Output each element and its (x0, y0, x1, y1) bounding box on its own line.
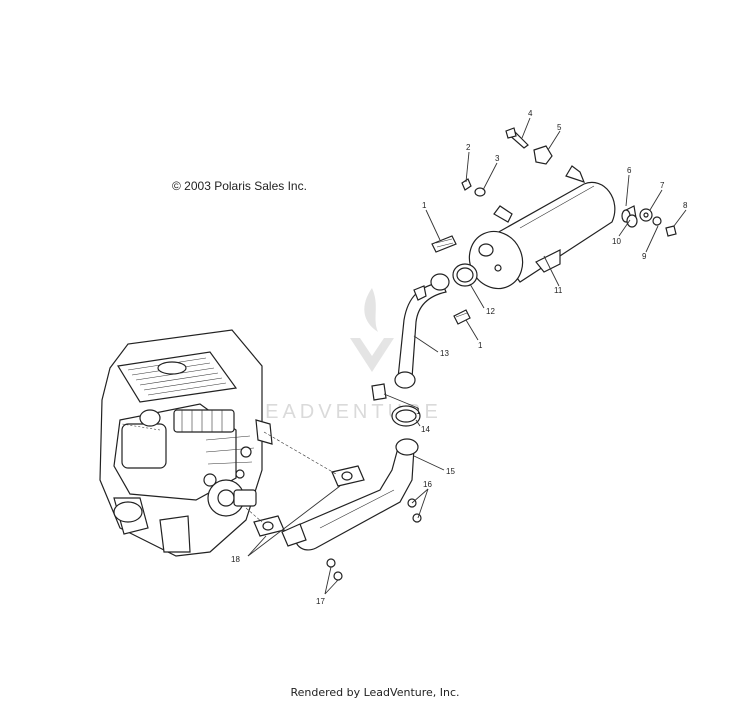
callout-3: 3 (495, 154, 500, 163)
callout-11: 11 (554, 286, 563, 295)
callout-1-top: 1 (422, 201, 427, 210)
callout-16: 16 (423, 480, 432, 489)
exhaust-springs (431, 235, 471, 325)
muffler-bolts (461, 127, 553, 197)
muffler-gasket (452, 263, 478, 287)
leadventure-watermark: LEADVENTURE (250, 288, 442, 423)
callout-7: 7 (660, 181, 665, 190)
head-pipe (394, 273, 450, 389)
engine (99, 329, 273, 557)
manifold-gaskets (253, 465, 365, 537)
leader-lines (121, 117, 687, 595)
callout-1-mid: 1 (478, 341, 483, 350)
callout-9: 9 (642, 252, 647, 261)
callout-18: 18 (231, 555, 240, 564)
callout-8: 8 (683, 201, 688, 210)
callout-14: 14 (421, 425, 430, 434)
spark-arrester-parts (621, 205, 677, 237)
callout-numbers: 4 5 2 3 6 7 8 1 10 9 11 12 1 13 1 14 15 … (231, 109, 688, 606)
callout-5: 5 (557, 123, 562, 132)
exhaust-manifold (281, 438, 419, 551)
callout-6: 6 (627, 166, 632, 175)
muffler (468, 165, 616, 290)
copyright-notice: © 2003 Polaris Sales Inc. (172, 179, 307, 193)
watermark-text: LEADVENTURE (250, 401, 442, 423)
callout-15: 15 (446, 467, 455, 476)
callout-10: 10 (612, 237, 621, 246)
exhaust-seal (391, 405, 421, 427)
callout-2: 2 (466, 143, 471, 152)
rendered-by-footer: Rendered by LeadVenture, Inc. (290, 686, 460, 699)
callout-4: 4 (528, 109, 533, 118)
callout-12: 12 (486, 307, 495, 316)
callout-17: 17 (316, 597, 325, 606)
callout-1-low: 1 (416, 407, 421, 416)
exhaust-clamp-nut (371, 383, 387, 401)
callout-13: 13 (440, 349, 449, 358)
